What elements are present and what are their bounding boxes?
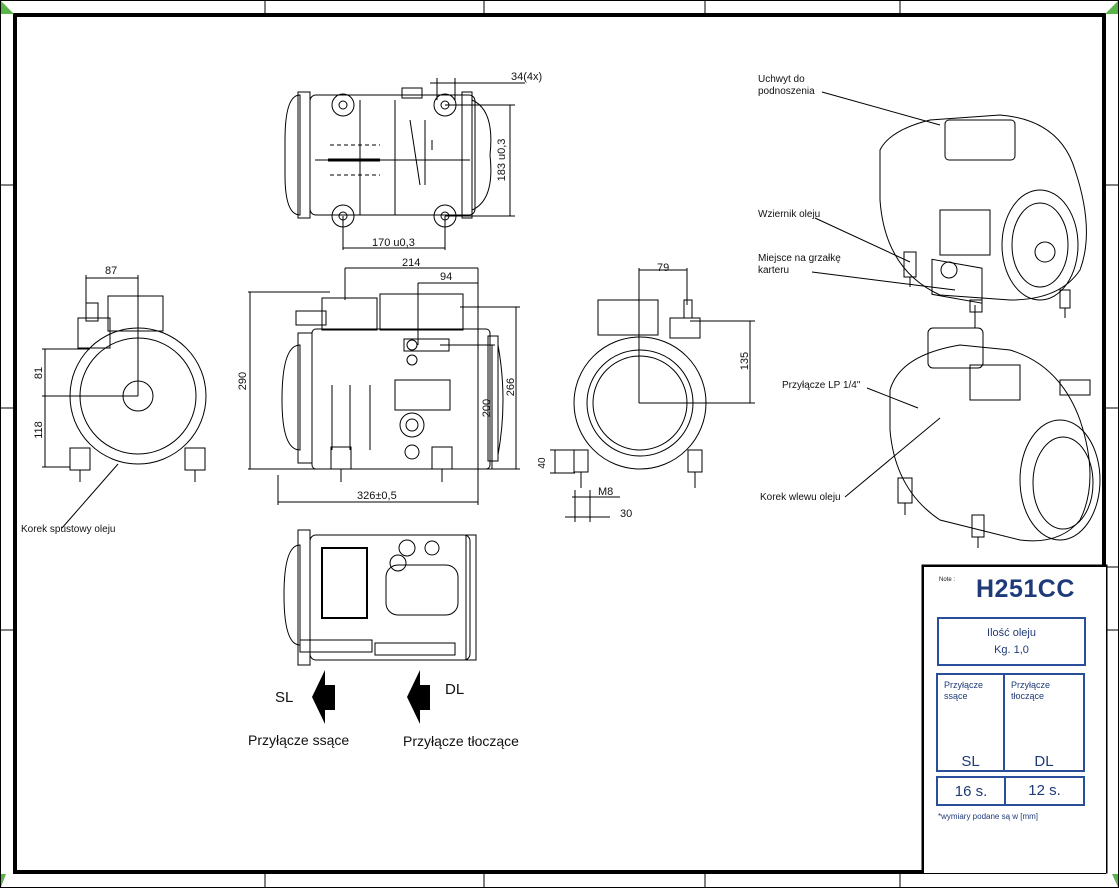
suction-connection-box: Przyłącze ssące SL [936,673,1005,772]
suction-size-box: 16 s. [936,776,1006,806]
callout-heater-2: karteru [758,265,790,276]
oil-quantity-box: Ilość oleju Kg. 1,0 [937,617,1086,666]
dim-right-79: 79 [657,262,670,274]
callout-sight-glass: Wziernik oleju [758,209,821,220]
oil-quantity-value: Kg. 1,0 [994,644,1029,656]
arrow-dl [407,670,430,724]
bottom-dl-label: Przyłącze tłoczące [403,733,519,749]
discharge-connection-code: DL [1034,753,1054,770]
discharge-size: 12 s. [1028,782,1061,799]
units-footnote: *wymiary podane są w [mm] [938,812,1039,821]
bottom-sl-code: SL [275,689,294,706]
dim-bolt-holes: 34(4x) [511,71,543,83]
model-name: H251CC [976,575,1075,603]
dim-left-87: 87 [105,265,118,277]
suction-size: 16 s. [954,783,988,800]
arrow-sl [312,670,335,724]
callout-lp-port: Przyłącze LP 1/4" [782,380,861,391]
callout-drain-plug: Korek spustowy oleju [21,524,116,535]
callout-lifting-handle-2: podnoszenia [758,86,815,97]
dim-front-214: 214 [402,257,421,269]
suction-connection-code: SL [961,753,980,770]
oil-quantity-label: Ilość oleju [987,627,1036,639]
bottom-sl-label: Przyłącze ssące [248,732,350,748]
discharge-connection-box: Przyłącze tłoczące DL [1003,673,1085,772]
callout-oil-fill-plug: Korek wlewu oleju [760,492,841,503]
corner-mark-br [1112,874,1118,887]
dim-front-94: 94 [440,271,453,283]
corner-mark-bl [1,874,6,887]
discharge-size-box: 12 s. [1004,776,1085,806]
dim-right-30: 30 [620,508,633,520]
corner-mark-tl [1,1,14,14]
discharge-connection-label: Przyłącze tłoczące [1011,680,1051,701]
suction-connection-label: Przyłącze ssące [944,680,984,701]
dim-front-326: 326±0,5 [357,490,397,502]
note-label: Note : [939,577,956,583]
bottom-dl-code: DL [445,681,465,698]
callout-lifting-handle-1: Uchwyt do [758,74,805,85]
dim-right-m8: M8 [598,486,614,498]
dim-top-width: 170 u0,3 [372,237,415,249]
title-block: Note : H251CC Ilość oleju Kg. 1,0 Przyłą… [924,567,1106,873]
corner-mark-tr [1105,1,1118,14]
callout-heater-1: Miejsce na grzałkę [758,253,841,264]
